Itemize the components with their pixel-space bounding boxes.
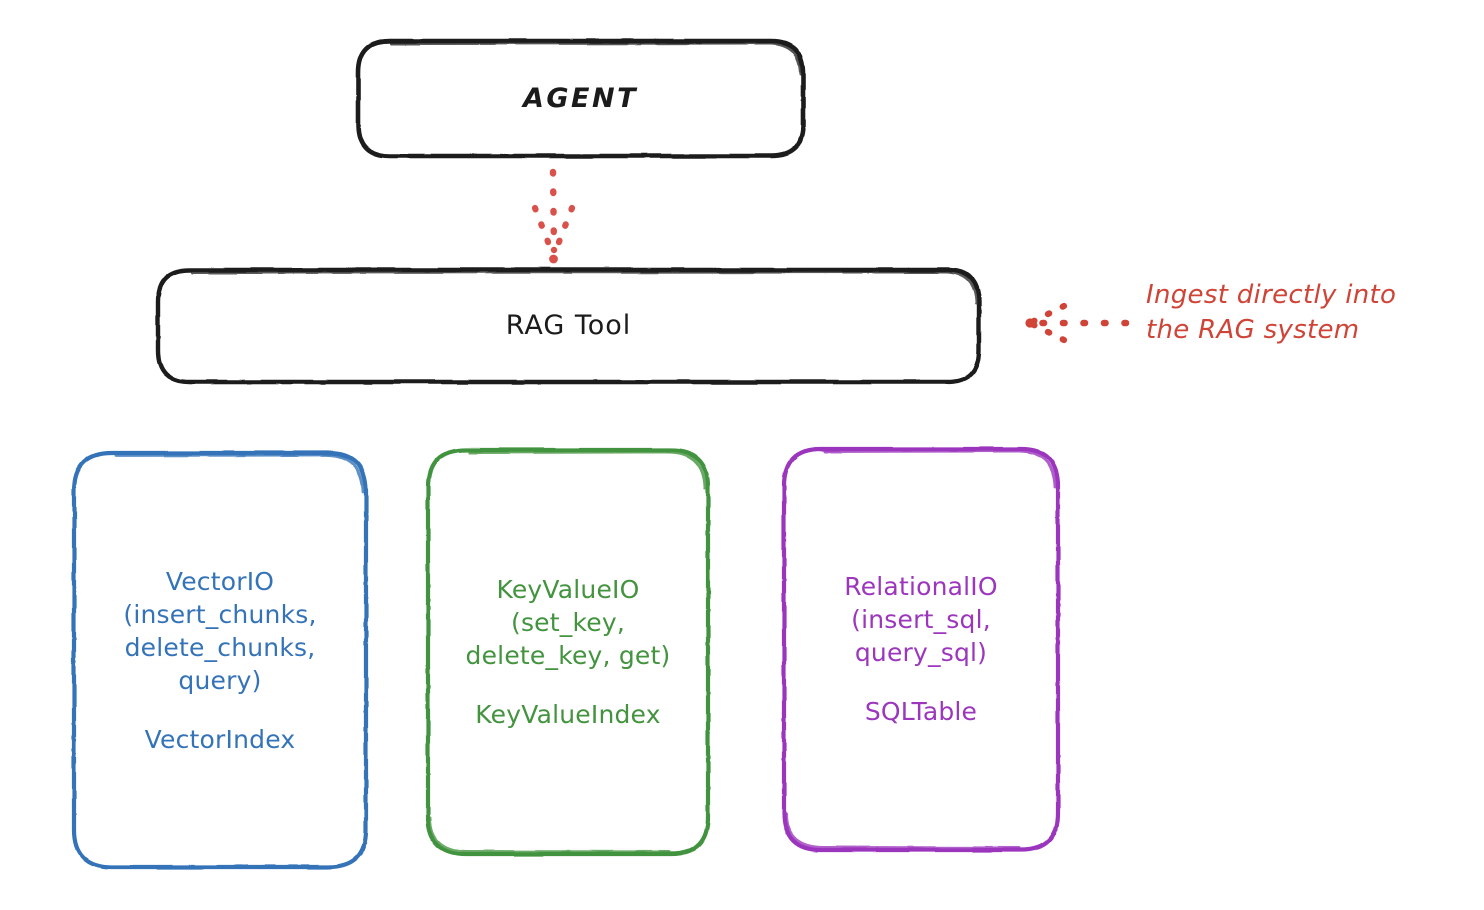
agent-to-ragtool-dotted-arrow	[531, 168, 576, 264]
node-rag-tool[interactable]: RAG Tool	[157, 269, 980, 382]
node-relational-io-sublabel: SQLTable	[864, 697, 978, 726]
node-agent-label: AGENT	[522, 82, 638, 114]
annotation-ingest-directly: Ingest directly into the RAG system	[1146, 280, 1397, 346]
node-key-value-io-label: KeyValueIO (set_key, delete_key, get)	[465, 575, 671, 670]
node-agent[interactable]: AGENT	[357, 40, 804, 157]
node-vector-io[interactable]: VectorIO (insert_chunks, delete_chunks, …	[73, 452, 367, 868]
node-relational-io-label: RelationalIO (insert_sql, query_sql)	[844, 572, 998, 667]
keyvalueio-box-outline	[425, 447, 711, 857]
node-vector-io-label: VectorIO (insert_chunks, delete_chunks, …	[123, 566, 317, 695]
ingest-dotted-arrow	[1025, 302, 1130, 344]
node-rag-tool-label: RAG Tool	[505, 309, 632, 341]
node-vector-io-sublabel: VectorIndex	[144, 724, 296, 754]
node-key-value-io[interactable]: KeyValueIO (set_key, delete_key, get) Ke…	[427, 449, 709, 855]
rag-tool-box-outline	[155, 267, 982, 385]
vectorio-box-outline	[71, 450, 369, 870]
agent-box-outline	[355, 38, 806, 159]
node-relational-io[interactable]: RelationalIO (insert_sql, query_sql) SQL…	[784, 448, 1058, 850]
node-key-value-io-sublabel: KeyValueIndex	[475, 700, 661, 729]
relationalio-box-outline	[781, 446, 1061, 853]
